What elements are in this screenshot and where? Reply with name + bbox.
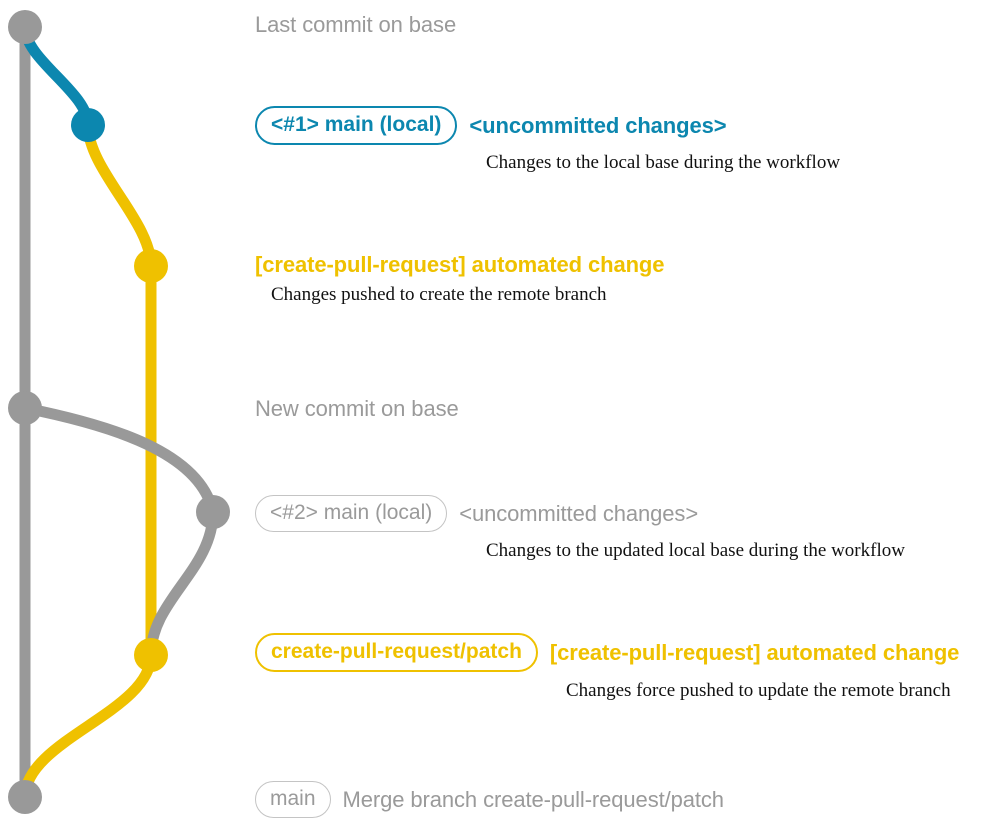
commit-row-merge-commit: main Merge branch create-pull-request/pa… [255, 781, 725, 819]
commit-node-patch-force[interactable] [134, 638, 168, 672]
commit-node-patch-create[interactable] [134, 249, 168, 283]
commit-row-local-uncommitted-2: <#2> main (local) <uncommitted changes> … [255, 495, 905, 562]
commit-headline: [create-pull-request] automated change [549, 639, 960, 665]
commit-row-local-uncommitted-1: <#1> main (local) <uncommitted changes> … [255, 106, 840, 174]
commit-subject: Changes pushed to create the remote bran… [271, 284, 607, 306]
edge-patch-force-to-merge [19, 649, 157, 803]
commit-headline-line: main Merge branch create-pull-request/pa… [255, 781, 725, 819]
edge-local2-to-patch-force [145, 506, 219, 661]
commit-headline-line: create-pull-request/patch [create-pull-r… [255, 633, 960, 673]
commit-row-automated-change-force: create-pull-request/patch [create-pull-r… [255, 633, 959, 702]
commit-row-automated-change-create: [create-pull-request] automated change C… [255, 252, 664, 306]
branch-badge-main[interactable]: main [255, 781, 331, 819]
commit-headline: Merge branch create-pull-request/patch [342, 786, 725, 812]
branch-badge-local-1[interactable]: <#1> main (local) [255, 106, 458, 146]
branch-badge-patch[interactable]: create-pull-request/patch [255, 633, 538, 673]
commit-subject: Changes to the updated local base during… [486, 540, 905, 562]
edge-base-new-to-local2 [19, 402, 219, 518]
commit-subject: Changes to the local base during the wor… [486, 152, 841, 174]
commit-headline-line: <#1> main (local) <uncommitted changes> [255, 106, 840, 146]
commit-headline: <uncommitted changes> [459, 500, 699, 526]
commit-node-local-1[interactable] [71, 108, 105, 142]
commit-node-base-new[interactable] [8, 391, 42, 425]
commit-headline: [create-pull-request] automated change [255, 252, 665, 277]
commit-node-base-last[interactable] [8, 10, 42, 44]
commit-row-new-commit-on-base: New commit on base [255, 396, 459, 421]
commit-nodes [8, 10, 230, 814]
commit-headline: <uncommitted changes> [469, 112, 727, 138]
commit-headline: New commit on base [255, 396, 459, 421]
commit-node-local-2[interactable] [196, 495, 230, 529]
commit-node-base-merge[interactable] [8, 780, 42, 814]
commit-subject: Changes force pushed to update the remot… [566, 680, 951, 702]
commit-headline: Last commit on base [255, 12, 457, 37]
commit-headline-line: <#2> main (local) <uncommitted changes> [255, 495, 905, 533]
branch-badge-local-2[interactable]: <#2> main (local) [255, 495, 448, 533]
commit-row-last-commit-on-base: Last commit on base [255, 12, 456, 37]
